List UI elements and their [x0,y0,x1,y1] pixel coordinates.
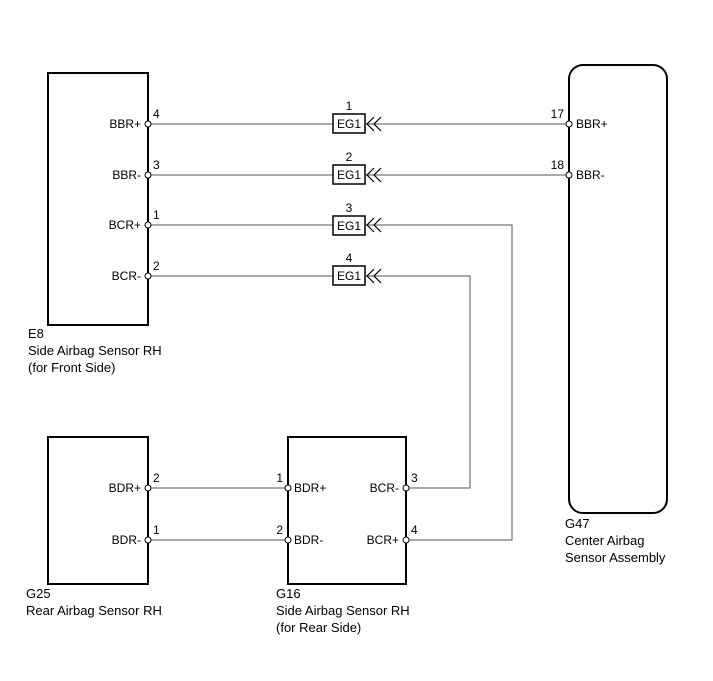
g16-code: G16 [276,586,301,601]
e8-terminal [144,171,152,179]
e8-pin-label: BCR+ [109,218,141,232]
e8-pin-label: BBR- [112,168,141,182]
chevron-icon [366,268,382,284]
g16-pin-number: 1 [276,471,283,485]
g16-pin-label: BDR- [294,533,323,547]
g25-code: G25 [26,586,51,601]
chevron-icon [366,217,382,233]
connector-eg1-1: EG1 1 [332,99,382,134]
connector-pin-number: 3 [346,201,353,215]
g47-name: Center Airbag [565,533,645,548]
g47-pin-label: BBR+ [576,117,608,131]
g25-terminal [144,484,152,492]
g25-pin-number: 1 [153,523,160,537]
connector-pin-number: 1 [346,99,353,113]
g25-pin-label: BDR+ [109,481,141,495]
g16-pin-number: 3 [411,471,418,485]
connector-pin-number: 4 [346,251,353,265]
g16-sensor-box [287,436,407,585]
connector-eg1-4: EG1 4 [332,251,382,286]
g16-terminal [284,484,292,492]
g16-pin-number: 2 [276,523,283,537]
wire-bcr-minus [151,275,471,489]
e8-pin-label: BBR+ [109,117,141,131]
g25-name: Rear Airbag Sensor RH [26,603,162,618]
e8-pin-number: 2 [153,259,160,273]
connector-label: EG1 [337,168,361,182]
e8-name: Side Airbag Sensor RH [28,343,162,358]
g47-sensor-box [568,64,668,514]
g47-note: Sensor Assembly [565,550,666,565]
e8-pin-label: BCR- [112,269,141,283]
e8-terminal [144,120,152,128]
g47-pin-number: 18 [551,158,565,172]
g47-terminal [565,171,573,179]
g25-pin-number: 2 [153,471,160,485]
e8-note: (for Front Side) [28,360,115,375]
g47-pin-label: BBR- [576,168,605,182]
g25-terminal [144,536,152,544]
connector-label: EG1 [337,117,361,131]
connector-pin-number: 2 [346,150,353,164]
e8-terminal [144,272,152,280]
g47-terminal [565,120,573,128]
g16-terminal [402,536,410,544]
connector-eg1-2: EG1 2 [332,150,382,185]
wire-bcr-plus [151,224,513,541]
g16-note: (for Rear Side) [276,620,361,635]
e8-terminal [144,221,152,229]
g16-pin-label: BDR+ [294,481,326,495]
e8-pin-number: 4 [153,107,160,121]
g47-pin-number: 17 [551,107,565,121]
g16-pin-number: 4 [411,523,418,537]
chevron-icon [366,116,382,132]
e8-pin-number: 1 [153,208,160,222]
connector-label: EG1 [337,269,361,283]
g16-terminal [284,536,292,544]
e8-sensor-box [47,72,149,326]
g25-pin-label: BDR- [112,533,141,547]
connector-label: EG1 [337,219,361,233]
chevron-icon [366,167,382,183]
g47-code: G47 [565,516,590,531]
e8-pin-number: 3 [153,158,160,172]
g16-terminal [402,484,410,492]
g16-pin-label: BCR- [370,481,399,495]
g16-name: Side Airbag Sensor RH [276,603,410,618]
g25-sensor-box [47,436,149,585]
e8-code: E8 [28,326,44,341]
g16-pin-label: BCR+ [367,533,399,547]
connector-eg1-3: EG1 3 [332,201,382,236]
